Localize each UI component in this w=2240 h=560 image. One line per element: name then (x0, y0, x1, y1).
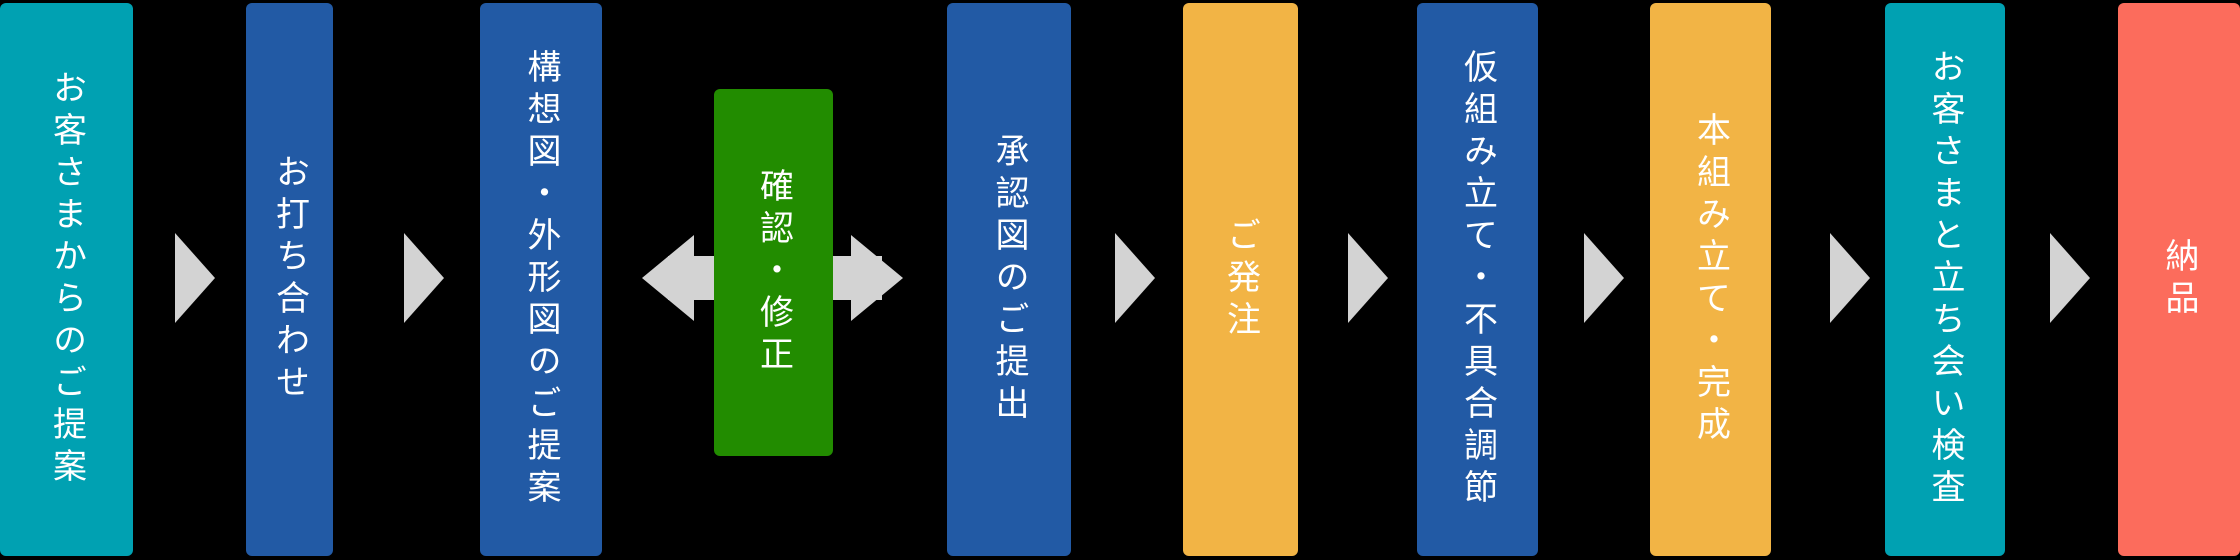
step-label: 本組み立て・完成 (1690, 111, 1731, 448)
step-approval-drawing-submission: 承認図のご提出 (947, 3, 1071, 556)
step-concept-drawing-proposal: 構想図・外形図のご提案 (480, 3, 602, 556)
step-customer-proposal: お客さまからのご提案 (0, 3, 133, 556)
step-temporary-assembly-adjustment: 仮組み立て・不具合調節 (1417, 3, 1538, 556)
arrow-right-icon (175, 233, 215, 323)
step-label: お客さまからのご提案 (46, 69, 87, 490)
step-label: お客さまと立ち会い検査 (1925, 48, 1965, 511)
step-meeting: お打ち合わせ (246, 3, 333, 556)
step-check-revision: 確認・修正 (714, 89, 833, 456)
arrow-right-icon (1348, 233, 1388, 323)
step-label: 確認・修正 (753, 167, 794, 378)
step-label: 仮組み立て・不具合調節 (1457, 48, 1498, 511)
step-final-assembly-completion: 本組み立て・完成 (1650, 3, 1771, 556)
step-label: お打ち合わせ (269, 153, 310, 406)
step-delivery: 納品 (2118, 3, 2240, 556)
step-label: 承認図のご提出 (989, 132, 1029, 427)
arrow-right-icon (851, 235, 903, 321)
step-customer-witness-inspection: お客さまと立ち会い検査 (1885, 3, 2005, 556)
step-label: 納品 (2159, 237, 2199, 322)
arrow-right-icon (404, 233, 444, 323)
step-label: ご発注 (1220, 216, 1261, 343)
arrow-right-icon (1584, 233, 1624, 323)
step-label: 構想図・外形図のご提案 (521, 48, 561, 511)
step-order: ご発注 (1183, 3, 1298, 556)
arrow-left-icon (642, 235, 694, 321)
arrow-right-icon (1115, 233, 1155, 323)
arrow-right-icon (1830, 233, 1870, 323)
arrow-right-icon (2050, 233, 2090, 323)
